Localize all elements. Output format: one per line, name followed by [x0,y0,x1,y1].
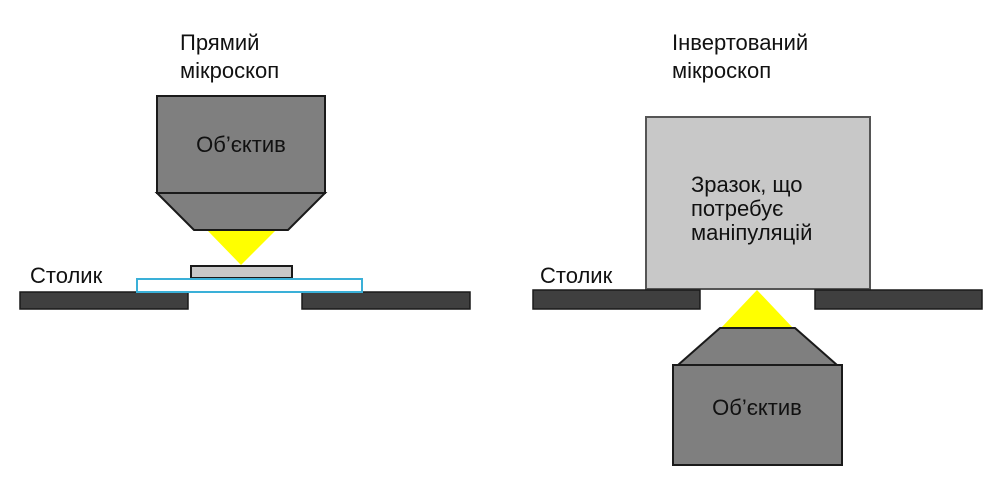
upright-stage-label: Столик [30,263,103,288]
inverted-objective-body [672,364,843,466]
inverted-title-line1: Інвертований [672,30,808,55]
upright-objective-nose [154,192,328,231]
upright-light-cone [208,231,275,265]
upright-title-line1: Прямий [180,30,259,55]
inverted-specimen-line3: маніпуляцій [691,220,812,245]
upright-microscope: Прямий мікроскоп Об’єктив Столик [19,30,471,310]
inverted-objective-nose [675,327,840,366]
inverted-objective-label: Об’єктив [712,395,802,420]
upright-glass-slide [136,278,363,293]
upright-stage-left [19,291,189,310]
inverted-specimen-line1: Зразок, що [691,172,803,197]
inverted-specimen-line2: потребує [691,196,783,221]
inverted-stage-right [814,289,983,310]
inverted-light-cone [721,290,793,328]
upright-objective-body [156,95,326,194]
upright-title-line2: мікроскоп [180,58,279,83]
inverted-microscope: Інвертований мікроскоп Зразок, що потреб… [532,30,983,466]
inverted-stage-left [532,289,701,310]
inverted-specimen-block [645,116,871,290]
upright-specimen [190,265,293,279]
inverted-title-line2: мікроскоп [672,58,771,83]
inverted-stage-label: Столик [540,263,613,288]
upright-objective-label: Об’єктив [196,132,286,157]
upright-stage-right [301,291,471,310]
